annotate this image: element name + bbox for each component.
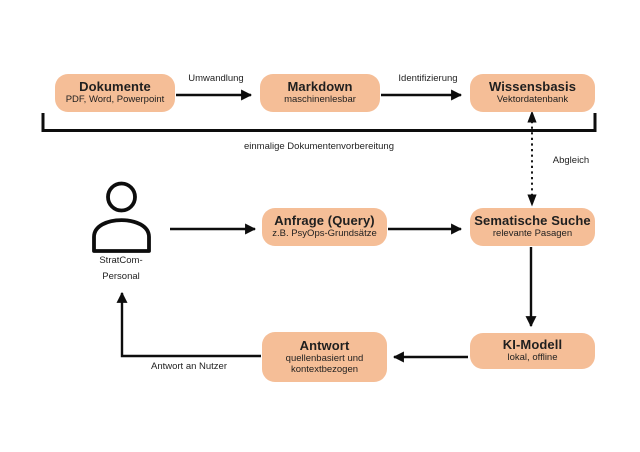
edge-label-abgleich: Abgleich <box>552 155 590 166</box>
node-wissensbasis: Wissensbasis Vektordatenbank <box>470 74 595 112</box>
node-anfrage-query: Anfrage (Query) z.B. PsyOps-Grundsätze <box>262 208 387 246</box>
node-ki-modell: KI-Modell lokal, offline <box>470 333 595 369</box>
node-wissensbasis-subtitle: Vektordatenbank <box>496 94 569 106</box>
abgleich-arrowhead-up <box>527 110 537 123</box>
bracket-dokumentenvorbereitung <box>41 113 597 132</box>
node-wissensbasis-title: Wissensbasis <box>488 78 577 94</box>
person-label: StratCom- Personal <box>76 253 166 284</box>
node-markdown-title: Markdown <box>287 78 353 94</box>
node-ki-title: KI-Modell <box>502 336 563 352</box>
node-sematische-suche: Sematische Suche relevante Pasagen <box>470 208 595 246</box>
node-dokumente-title: Dokumente <box>79 78 151 94</box>
node-antwort-title: Antwort <box>299 337 350 353</box>
node-antwort: Antwort quellenbasiert und kontextbezoge… <box>262 332 387 382</box>
node-markdown: Markdown maschinenlesbar <box>260 74 380 112</box>
node-anfrage-subtitle: z.B. PsyOps-Grundsätze <box>272 228 377 240</box>
node-dokumente: Dokumente PDF, Word, Powerpoint <box>55 74 175 112</box>
node-dokumente-subtitle: PDF, Word, Powerpoint <box>65 94 165 106</box>
person-label-line2: Personal <box>102 270 140 282</box>
node-antwort-subtitle: quellenbasiert und kontextbezogen <box>285 353 364 375</box>
node-suche-subtitle: relevante Pasagen <box>492 228 573 240</box>
node-anfrage-title: Anfrage (Query) <box>274 212 375 228</box>
person-icon <box>92 181 151 253</box>
arrow-antwort-to-person <box>116 291 261 358</box>
node-suche-title: Sematische Suche <box>474 212 591 228</box>
bracket-label-vorbereitung: einmalige Dokumentenvorbereitung <box>244 141 394 152</box>
edge-label-umwandlung: Umwandlung <box>188 73 244 84</box>
abgleich-arrowhead-down <box>527 194 537 207</box>
node-ki-subtitle: lokal, offline <box>507 352 558 364</box>
edge-label-identifizierung: Identifizierung <box>398 73 458 84</box>
person-label-line1: StratCom- <box>99 255 143 266</box>
edge-label-antwort-an-nutzer: Antwort an Nutzer <box>150 361 228 372</box>
node-markdown-subtitle: maschinenlesbar <box>284 94 356 106</box>
